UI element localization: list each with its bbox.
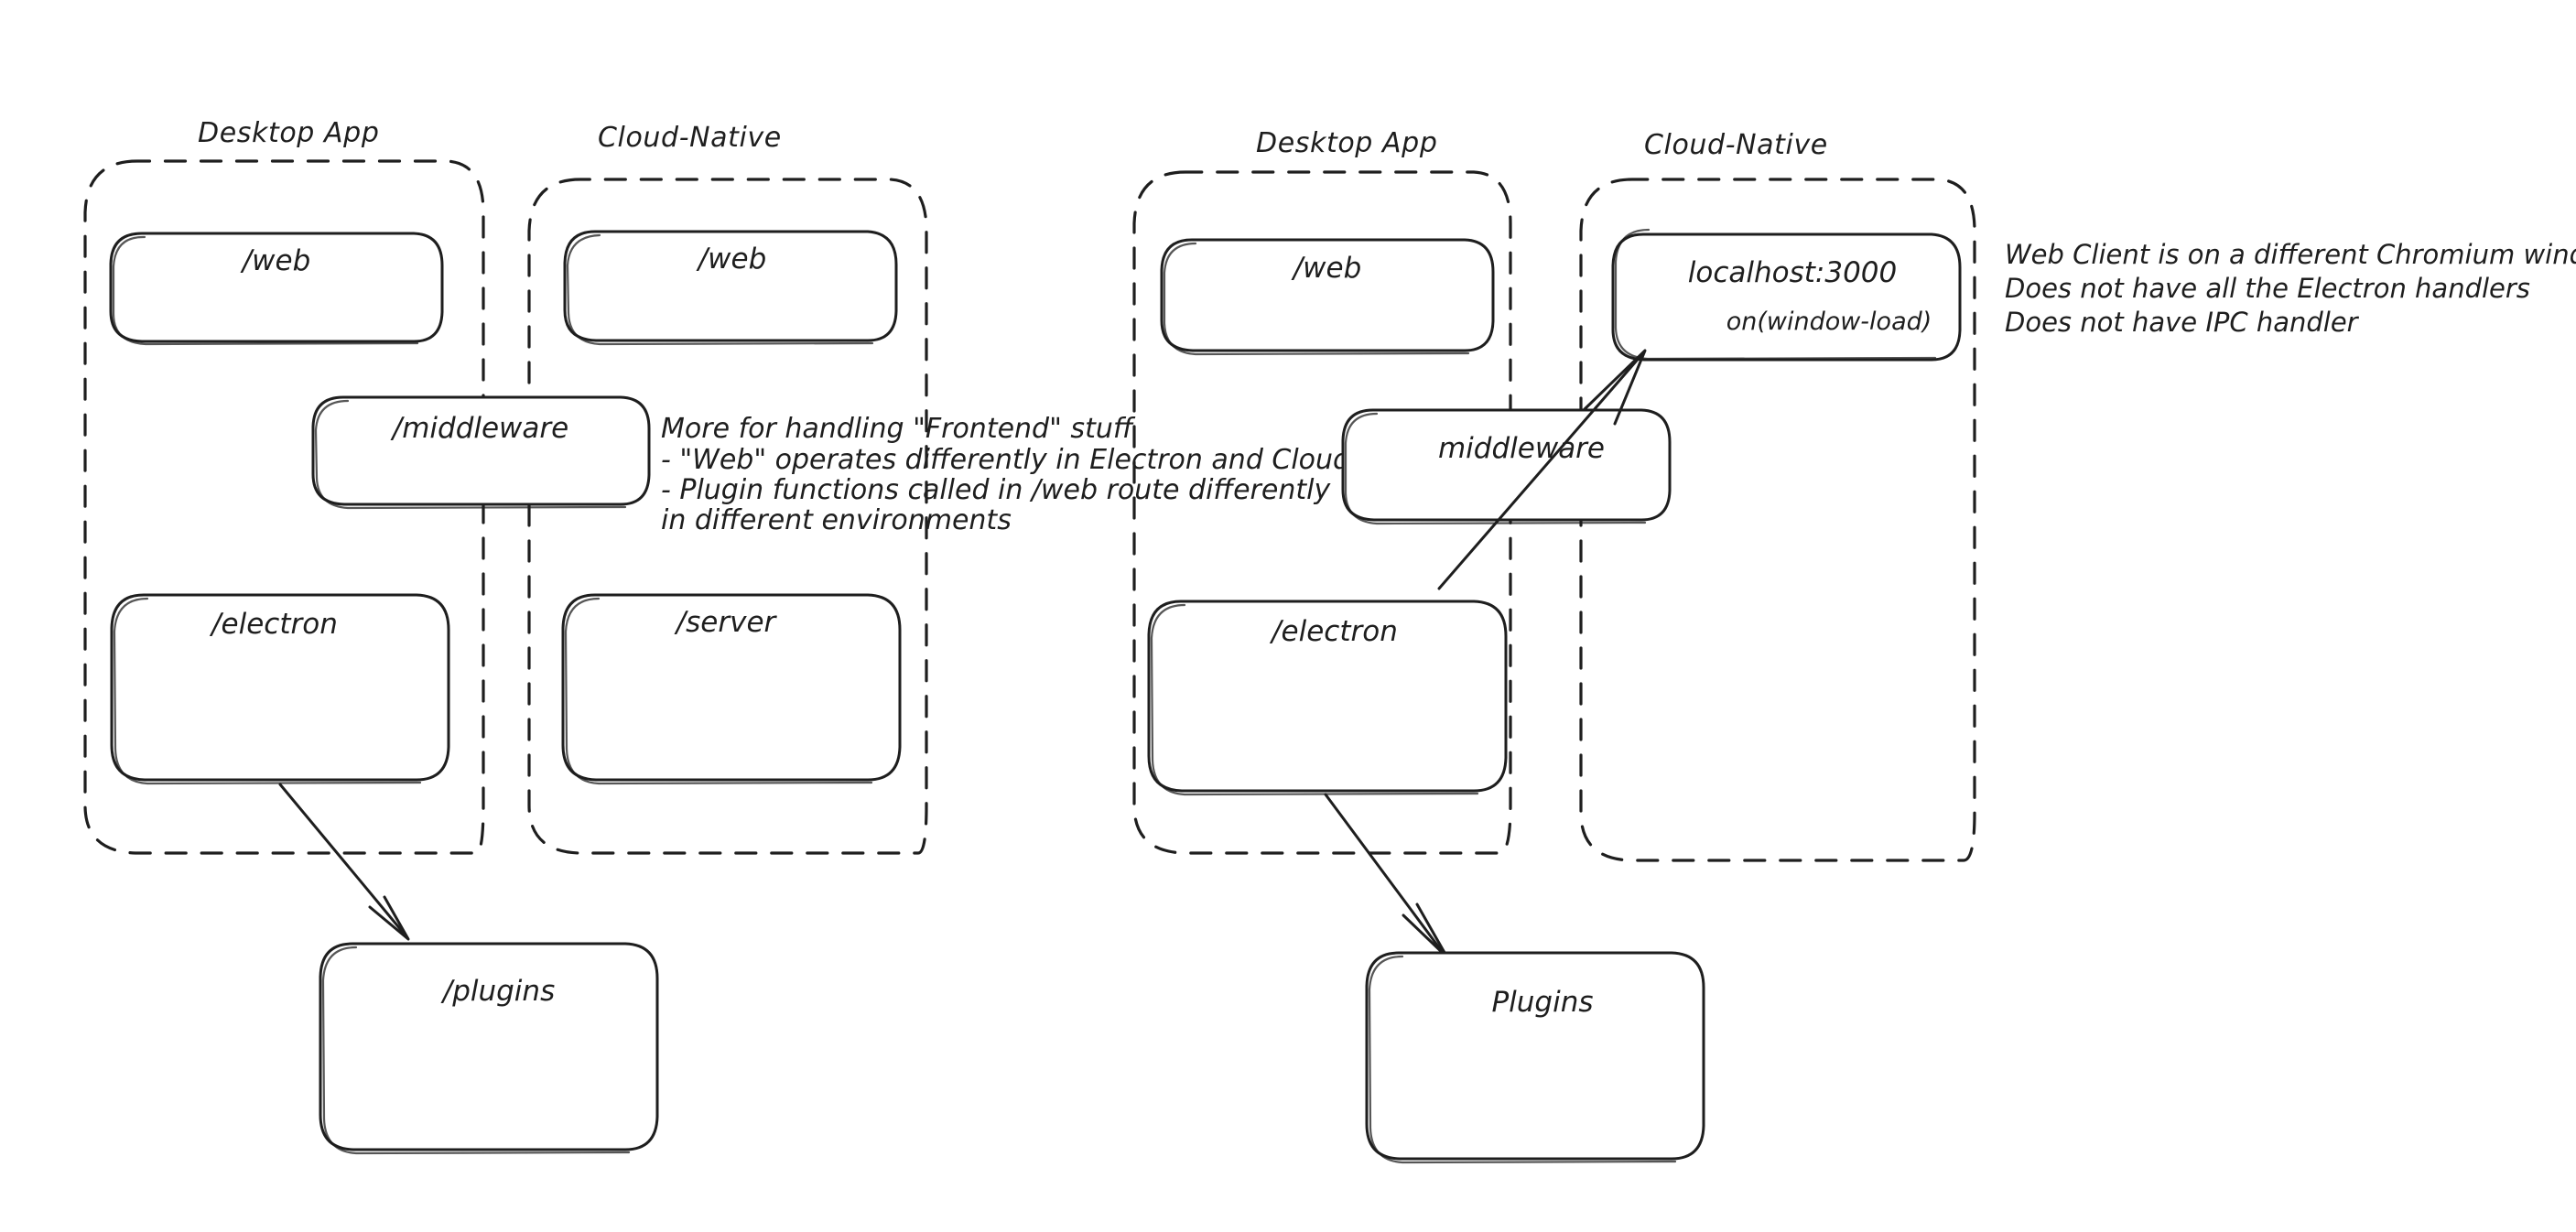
- node-right-localhost-sublabel: on(window-load): [1726, 308, 1932, 336]
- node-right-middleware-sketch-overlay: [1344, 412, 1647, 525]
- group-left-cloud-native[interactable]: Cloud-Native: [527, 122, 928, 855]
- node-left-server-shape: [561, 593, 902, 782]
- node-left-server-sketch-overlay: [564, 597, 873, 785]
- arrow-right-electron-to-localhost-head: [1583, 349, 1647, 426]
- group-left-desktop-app[interactable]: Desktop App: [83, 117, 485, 855]
- group-right-cloud-native-label: Cloud-Native: [1644, 129, 1828, 161]
- node-left-middleware-shape: [311, 395, 651, 506]
- group-right-desktop-app-border: [1132, 170, 1512, 855]
- arrow-left-electron-to-plugins: [278, 783, 410, 941]
- arrow-right-electron-to-plugins-line: [1324, 793, 1445, 956]
- group-left-desktop-app-label: Desktop App: [198, 117, 379, 149]
- node-right-electron[interactable]: /electron: [1147, 600, 1508, 796]
- arrow-left-electron-to-plugins-head: [368, 895, 410, 941]
- node-right-electron-sketch-overlay: [1150, 603, 1479, 796]
- arrow-right-electron-to-localhost-line: [1437, 353, 1643, 590]
- note-green-line-3: - Plugin functions called in /web route …: [661, 474, 1331, 506]
- node-left-electron-label: /electron: [209, 608, 338, 641]
- note-green-line-4: in different environments: [661, 504, 1012, 536]
- node-left-middleware[interactable]: /middleware: [311, 395, 651, 510]
- node-right-desktop-web-shape: [1160, 238, 1495, 352]
- node-left-electron-shape: [110, 593, 450, 782]
- note-red-line-2: Does not have all the Electron handlers: [2005, 273, 2530, 304]
- node-right-localhost-sketch-overlay: [1614, 228, 1937, 361]
- node-left-plugins[interactable]: /plugins: [319, 942, 659, 1155]
- note-red-web-client: Web Client is on a different Chromium wi…: [2005, 239, 2576, 338]
- node-right-electron-label: /electron: [1269, 615, 1398, 648]
- node-left-plugins-shape: [319, 942, 659, 1151]
- node-left-middleware-sketch-overlay: [314, 399, 627, 510]
- node-left-plugins-sketch-overlay: [321, 946, 631, 1155]
- node-left-cloud-web-label: /web: [696, 243, 767, 276]
- node-left-cloud-web-sketch-overlay: [566, 233, 874, 346]
- note-red-line-1: Web Client is on a different Chromium wi…: [2005, 239, 2576, 270]
- node-right-middleware-label: middleware: [1438, 432, 1605, 465]
- node-right-localhost-shape: [1611, 232, 1962, 362]
- node-left-server-label: /server: [674, 606, 778, 639]
- node-right-middleware-shape: [1341, 408, 1672, 522]
- node-right-desktop-web-sketch-overlay: [1163, 242, 1470, 356]
- node-left-cloud-web[interactable]: /web: [563, 230, 898, 346]
- note-green-line-1: More for handling "Frontend" stuff: [661, 413, 1136, 445]
- node-left-cloud-web-shape: [563, 230, 898, 342]
- note-red-line-3: Does not have IPC handler: [2005, 307, 2360, 338]
- arrow-right-electron-to-plugins: [1324, 793, 1449, 959]
- node-left-electron-sketch-overlay: [113, 597, 422, 785]
- group-left-cloud-native-border: [527, 178, 928, 855]
- node-right-plugins-shape: [1365, 951, 1705, 1161]
- node-right-plugins-label: Plugins: [1491, 986, 1593, 1019]
- node-right-middleware[interactable]: middleware: [1341, 408, 1672, 525]
- node-left-plugins-label: /plugins: [440, 975, 555, 1008]
- node-right-desktop-web[interactable]: /web: [1160, 238, 1495, 356]
- node-left-desktop-web-sketch-overlay: [112, 235, 419, 346]
- group-right-cloud-native[interactable]: Cloud-Native: [1579, 129, 1976, 862]
- arrow-right-electron-to-localhost: [1437, 349, 1647, 590]
- note-green-frontend: More for handling "Frontend" stuff - "We…: [661, 413, 1449, 536]
- group-left-desktop-app-border: [83, 159, 485, 855]
- node-right-plugins[interactable]: Plugins: [1365, 951, 1705, 1164]
- node-right-plugins-sketch-overlay: [1368, 955, 1677, 1164]
- group-right-desktop-app-label: Desktop App: [1256, 127, 1437, 159]
- node-right-localhost[interactable]: localhost:3000 on(window-load): [1611, 228, 1962, 362]
- group-right-desktop-app[interactable]: Desktop App: [1132, 127, 1512, 855]
- arrow-left-electron-to-plugins-line: [278, 783, 407, 937]
- node-left-desktop-web-label: /web: [240, 244, 311, 277]
- node-right-localhost-label: localhost:3000: [1688, 256, 1898, 289]
- node-right-desktop-web-label: /web: [1291, 252, 1362, 285]
- node-left-desktop-web[interactable]: /web: [109, 232, 444, 346]
- node-left-server[interactable]: /server: [561, 593, 902, 785]
- note-green-line-2: - "Web" operates differently in Electron…: [661, 444, 1449, 476]
- node-right-electron-shape: [1147, 600, 1508, 793]
- node-left-electron[interactable]: /electron: [110, 593, 450, 785]
- group-left-cloud-native-label: Cloud-Native: [598, 122, 782, 154]
- node-left-middleware-label: /middleware: [390, 412, 568, 445]
- node-left-desktop-web-shape: [109, 232, 444, 343]
